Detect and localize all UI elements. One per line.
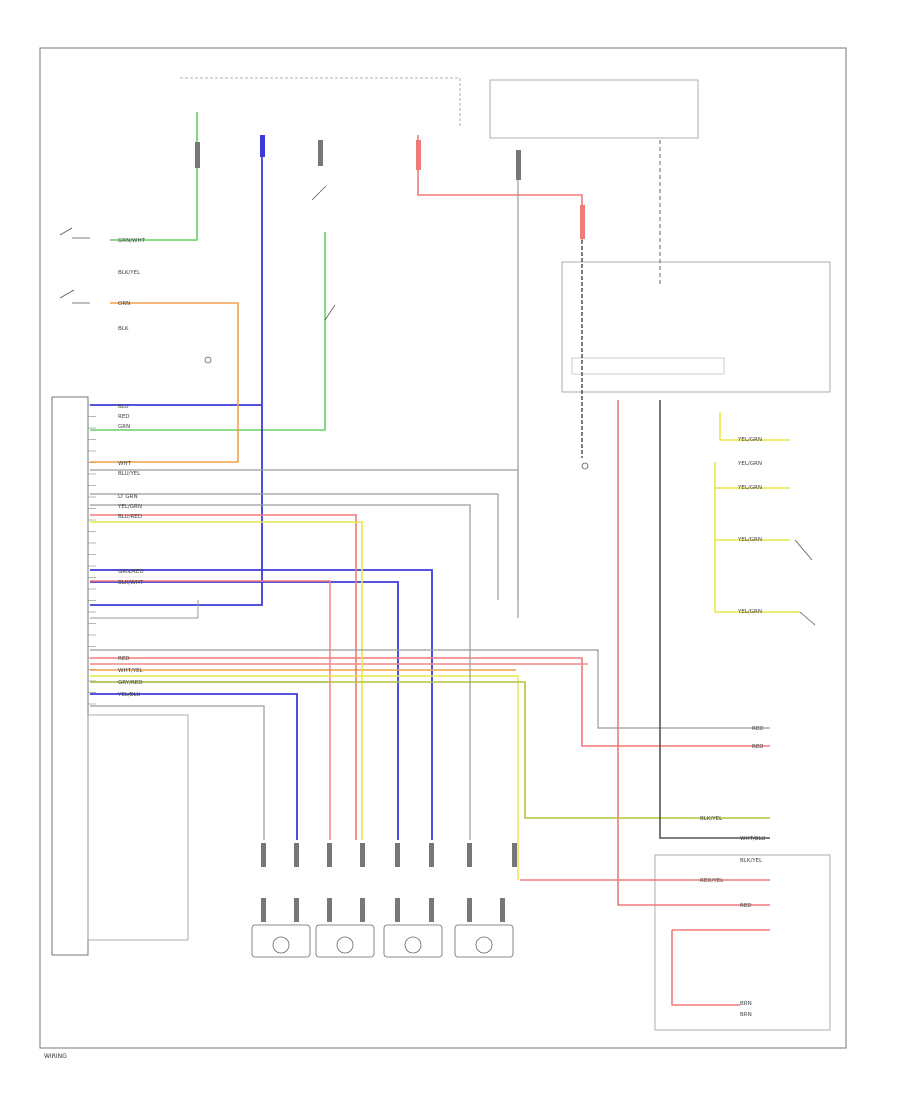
red-wire-4 xyxy=(617,400,770,906)
sensor-connectors xyxy=(261,843,517,922)
control-module-box xyxy=(51,396,89,956)
wire-label: WHT/BLU xyxy=(740,836,765,842)
combination-meter-box xyxy=(561,261,831,393)
wire-labels: GRN/WHT BLK/YEL ORN BLK BLU RED GRN WHT … xyxy=(117,238,765,1018)
gray-wire-4 xyxy=(90,649,770,729)
wire-label: BLK/YEL xyxy=(740,858,763,864)
wire-label: BLK/YEL xyxy=(118,270,141,276)
wire-label: YEL/BLU xyxy=(117,692,140,698)
wire-label: RED xyxy=(752,726,764,732)
blue-wire-top xyxy=(90,138,263,606)
blue-wire-c1 xyxy=(90,569,433,840)
red-wire-6 xyxy=(671,929,770,1006)
wire-label: GRY/RED xyxy=(118,680,142,686)
gray-wire-2 xyxy=(90,493,499,600)
wire-label: RED xyxy=(118,414,130,420)
gray-wire-3 xyxy=(90,504,471,840)
fuse-connectors xyxy=(195,135,585,239)
gray-wire-7 xyxy=(90,600,199,619)
yellow-wire-3 xyxy=(714,462,800,613)
switch-symbols xyxy=(59,185,816,626)
wire-label: RED xyxy=(752,744,764,750)
wire-label: YEL/GRN xyxy=(737,461,762,467)
wire-label: BLU/YEL xyxy=(118,471,141,477)
wire-label: RED/YEL xyxy=(700,878,724,884)
wire-label: RED xyxy=(118,656,130,662)
wire-label: YEL/GRN xyxy=(117,504,142,510)
right-component-box-1 xyxy=(654,854,831,1031)
wire-label: BLU/RED xyxy=(118,514,142,520)
fuse-box-right xyxy=(489,79,699,139)
wire-label: BRN xyxy=(740,1001,752,1007)
module-pins xyxy=(88,404,96,705)
wire-label: BLK/YEL xyxy=(700,816,723,822)
wire-label: YEL/GRN xyxy=(737,485,762,491)
wheel-speed-sensors xyxy=(251,924,514,958)
blue-wire-c2 xyxy=(90,581,399,840)
diagram-code: WIRING xyxy=(44,1053,67,1060)
wire-label: BLK/WHT xyxy=(118,580,144,586)
yellow-wire-2 xyxy=(719,412,790,441)
red-wire-3 xyxy=(90,657,770,747)
wire-label: GRN/WHT xyxy=(118,238,146,244)
green-wire-2 xyxy=(90,232,326,431)
red-wire-top xyxy=(417,135,583,240)
gray-wire-5 xyxy=(90,705,265,840)
red-wire-1 xyxy=(90,514,357,840)
wire-label: BLK xyxy=(118,326,129,332)
yellow-wire-5 xyxy=(90,675,519,880)
dark-wire-1 xyxy=(659,400,770,839)
wire-label: GRN xyxy=(118,424,130,430)
wire-label: RED xyxy=(740,903,752,909)
wire-label: YEL/GRN xyxy=(737,437,762,443)
wire-label: BRN xyxy=(740,1012,752,1018)
wire-label: LT GRN xyxy=(118,494,138,500)
gray-wire-1 xyxy=(90,469,519,618)
red-wire-2 xyxy=(90,580,331,840)
wire-label: WHT/YEL xyxy=(118,668,144,674)
wire-label: WHT xyxy=(118,461,132,467)
yellow-wire-4 xyxy=(715,487,790,541)
fuse-box-frame xyxy=(180,77,461,128)
wire-label: ORN xyxy=(118,301,130,307)
green-wire-1 xyxy=(110,112,198,241)
wire-label: BLU xyxy=(118,404,129,410)
meter-inner-box xyxy=(571,357,725,375)
orange-wire-1 xyxy=(90,302,239,463)
wire-label: YEL/GRN xyxy=(737,609,762,615)
diagram-border xyxy=(39,47,847,1049)
olive-wire-1 xyxy=(90,681,770,819)
wire-label: YEL/GRN xyxy=(737,537,762,543)
module-sub-box xyxy=(87,714,189,941)
blue-wire-c3 xyxy=(90,693,298,840)
wire-label: GRN/RED xyxy=(118,569,144,575)
yellow-wire-1 xyxy=(90,521,363,840)
